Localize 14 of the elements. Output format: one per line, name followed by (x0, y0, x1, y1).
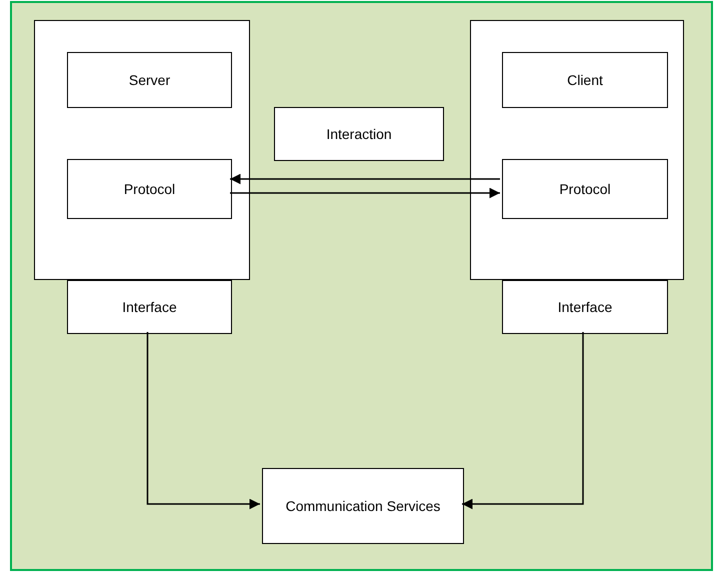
arrow (462, 332, 584, 510)
arrow (230, 188, 500, 198)
process-box: Interaction (274, 107, 444, 161)
arrow (146, 332, 260, 510)
process-box: Server (67, 52, 232, 108)
process-box: Interface (67, 280, 232, 334)
column-panel (470, 20, 684, 280)
process-box: Protocol (502, 159, 668, 219)
process-box: Communication Services (262, 468, 464, 544)
process-box: Client (502, 52, 668, 108)
column-panel (34, 20, 250, 280)
arrow (230, 174, 500, 184)
process-box: Interface (502, 280, 668, 334)
process-box: Protocol (67, 159, 232, 219)
